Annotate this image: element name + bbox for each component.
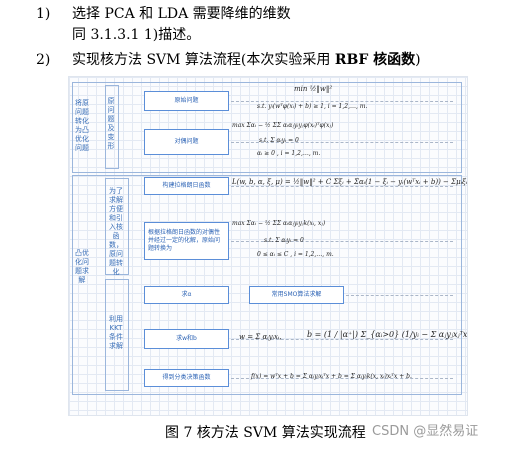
group-frame-original: [105, 85, 119, 169]
connector: [231, 339, 453, 340]
list-text-1: 选择 PCA 和 LDA 需要降维的维数: [72, 6, 291, 22]
list-text-2: 实现核方法 SVM 算法流程(本次实验采用 RBF 核函数): [72, 52, 421, 69]
list-number-2: 2): [36, 52, 51, 68]
formula-dual-constraint: s.t. Σ αᵢyᵢ = 0: [259, 137, 299, 144]
group-frame-kkt: [105, 279, 129, 391]
group-label-convex: 将原问题转化为凸优化问题: [75, 99, 89, 152]
group-label-solve: 凸优化问题求解: [75, 249, 89, 284]
box-kernel-dual: 根据拉格朗日函数的对偶性并经过一定的化解，原始问题转换为: [144, 222, 229, 260]
group-frame-solve: [72, 175, 462, 395]
box-solve-alpha: 求α: [144, 286, 229, 304]
box-smo: 常用SMO算法求解: [249, 286, 344, 304]
formula-dual-bound: αᵢ ≥ 0 , i = 1,2,…, m.: [257, 150, 321, 157]
list-text-2-bold: RBF 核函数: [334, 52, 416, 68]
formula-kernel-constraint: s.t. Σ αᵢyᵢ = 0: [264, 237, 304, 244]
list-number-1: 1): [36, 6, 51, 22]
list-text-2-suffix: ): [415, 52, 421, 68]
connector: [231, 241, 453, 242]
group-frame-transform: [105, 178, 129, 275]
formula-original-constraint: s.t. yᵢ(wᵀφ(xᵢ) + b) ≥ 1, i = 1,2,…, m.: [257, 103, 368, 110]
box-decision-function: 得到分类决策函数: [144, 369, 229, 387]
formula-b: b = (1 / |α⁺|) Σ_{αᵢ>0} (1/yᵢ − Σ αⱼyⱼxⱼ…: [307, 330, 468, 339]
box-lagrangian: 构建拉格朗日函数: [144, 177, 229, 195]
formula-decision: f(x) = wᵀx + b = Σ αᵢyᵢxᵢᵀx + b = Σ αᵢyᵢ…: [251, 373, 412, 380]
group-label-kkt: 利用KKT条件求解: [109, 315, 123, 350]
formula-w: w = Σ αᵢyᵢxᵢ,: [239, 333, 282, 341]
list-text-2-prefix: 实现核方法 SVM 算法流程(本次实验采用: [72, 52, 335, 68]
formula-original-objective: min ½‖w‖²: [294, 85, 333, 93]
box-dual-problem: 对偶问题: [144, 129, 229, 155]
csdn-watermark: CSDN @显然易证: [372, 424, 479, 439]
group-frame-convex: [72, 82, 462, 173]
list-item-1-continuation: 同 3.1.3.1 1)描述。: [72, 27, 201, 43]
connector: [231, 142, 453, 143]
formula-dual-objective: max Σαᵢ − ½ ΣΣ αᵢαⱼyᵢyⱼφ(xᵢ)ᵀφ(xⱼ): [232, 122, 334, 129]
box-original-problem: 原始问题: [144, 91, 229, 111]
connector: [231, 186, 453, 187]
formula-lagrangian: L(w, b, α, ξ, μ) = ½‖w‖² + C Σξᵢ + Σαᵢ(1…: [232, 178, 468, 186]
formula-kernel-bound: 0 ≤ αᵢ ≤ C , i = 1,2,…, m.: [257, 251, 334, 258]
svm-flowchart-figure: 将原问题转化为凸优化问题 原问题及变形 凸优化问题求解 为了求解方便和引入核函数…: [68, 76, 468, 416]
group-label-transform: 为了求解方便和引入核函数，原问题转化: [109, 187, 123, 276]
group-label-original: 原问题及变形: [107, 97, 115, 150]
connector: [231, 378, 453, 379]
formula-kernel-objective: max Σαᵢ − ½ ΣΣ αᵢαⱼyᵢyⱼk(xᵢ, xⱼ): [232, 220, 326, 227]
box-solve-wb: 求w和b: [144, 329, 229, 349]
figure-caption: 图 7 核方法 SVM 算法实现流程: [165, 425, 366, 441]
connector: [346, 295, 453, 296]
connector: [231, 101, 453, 102]
